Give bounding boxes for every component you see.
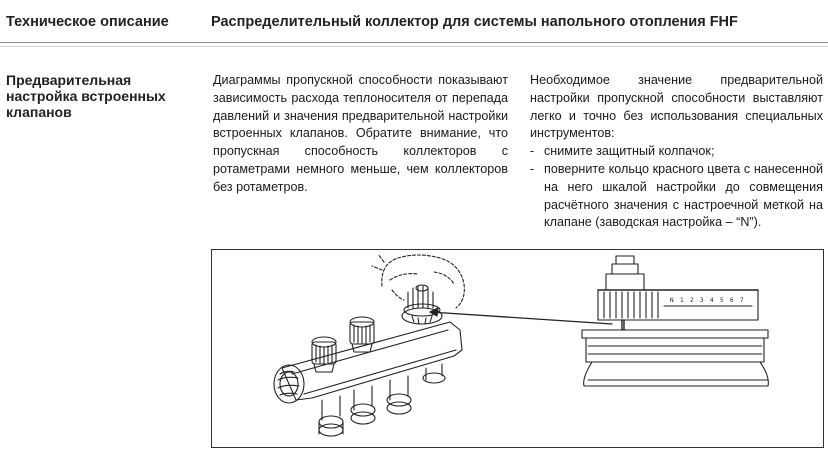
manifold-body [281, 321, 463, 401]
section-title-line-3: клапанов [6, 104, 72, 120]
step-item: поверните кольцо красного цвета с нанесе… [530, 161, 823, 232]
column-presetting-instructions: Необходимое значение предварительной нас… [530, 72, 823, 232]
outlet-4 [422, 363, 446, 384]
section-title: Предварительная настройка встроенных кла… [6, 72, 196, 120]
scale-mark: 5 [720, 297, 724, 304]
scale-mark: 3 [700, 297, 704, 304]
section-title-line-1: Предварительная [6, 72, 132, 88]
step-item: снимите защитный колпачок; [530, 143, 823, 161]
steps-list: снимите защитный колпачок; поверните кол… [530, 143, 823, 232]
leader-arrow-line [429, 311, 613, 325]
manifold-illustration: N 1 2 3 4 5 6 7 [273, 253, 769, 437]
outlet-3 [386, 375, 412, 415]
manifold-inlet-end [273, 364, 305, 404]
scale-mark: 1 [680, 297, 684, 304]
leader-arrow-head [429, 307, 439, 317]
header-document-title: Распределительный коллектор для системы … [211, 14, 738, 30]
manifold-figure: N 1 2 3 4 5 6 7 [211, 249, 824, 448]
outlet-1 [318, 395, 344, 437]
header-rule-secondary [0, 46, 828, 47]
scale-mark: 6 [730, 297, 734, 304]
manifold-body-bottom-edge [303, 349, 457, 395]
header-rule [0, 42, 828, 43]
scale-mark: 7 [740, 297, 744, 304]
scale-mark: 4 [710, 297, 714, 304]
valve-being-adjusted [401, 284, 443, 325]
valve-cap-1 [311, 336, 337, 373]
outlet-2 [350, 385, 376, 425]
manifold-inlet-bore [279, 371, 299, 397]
scale-mark: 2 [690, 297, 694, 304]
hand-outline [371, 253, 465, 309]
column1-paragraph: Диаграммы пропускной способности показыв… [213, 73, 508, 194]
column2-intro: Необходимое значение предварительной нас… [530, 73, 823, 141]
section-title-line-2: настройка встроенных [6, 88, 166, 104]
scale-marks: N 1 2 3 4 5 6 7 [670, 297, 744, 304]
scale-mark: N [670, 297, 674, 304]
manifold-inlet-thread [277, 370, 300, 396]
header-left-title: Техническое описание [6, 14, 169, 30]
detail-indicator-mark [621, 319, 625, 331]
column-flow-diagrams: Диаграммы пропускной способности показыв… [213, 72, 508, 197]
detail-valve-head [581, 255, 769, 387]
valve-cap-2 [349, 316, 375, 353]
